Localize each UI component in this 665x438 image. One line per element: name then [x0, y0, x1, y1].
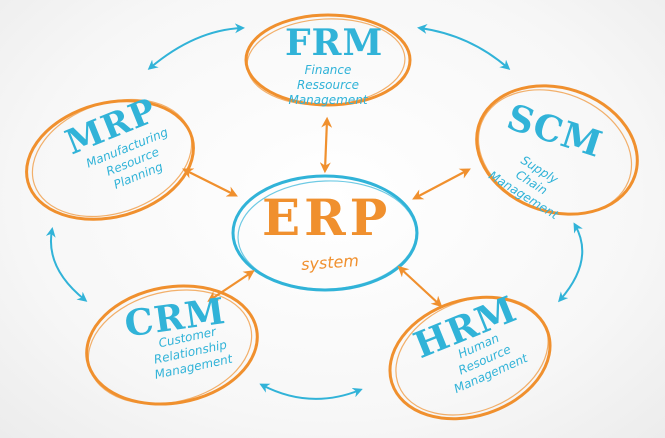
- scm-ellipse: [475, 84, 639, 216]
- arrow-crm-hrm: [259, 383, 363, 400]
- arrow-erp-scm: [412, 168, 471, 200]
- arrow-erp-hrm: [397, 265, 443, 308]
- erp-abbr: ERP: [262, 188, 392, 247]
- frm-subtitle: Finance Ressource Management: [278, 63, 378, 108]
- hrm-ellipse: [388, 295, 552, 421]
- arrow-erp-mrp: [182, 168, 238, 197]
- frm-line-2: Ressource: [296, 78, 360, 92]
- crm-ellipse: [85, 284, 259, 406]
- frm-line-1: Finance: [304, 63, 352, 77]
- frm-line-3: Management: [288, 93, 368, 107]
- arrow-erp-crm: [207, 270, 255, 302]
- arrow-erp-frm: [319, 116, 333, 174]
- arrow-mrp-crm: [45, 227, 88, 302]
- erp-ellipse: [231, 174, 419, 292]
- frm-ellipse: [244, 13, 412, 107]
- mrp-ellipse: [25, 98, 195, 221]
- arrow-mrp-frm: [147, 23, 245, 70]
- frm-abbr: FRM: [285, 22, 384, 64]
- arrow-frm-scm: [417, 24, 511, 70]
- arrow-scm-hrm: [558, 222, 584, 303]
